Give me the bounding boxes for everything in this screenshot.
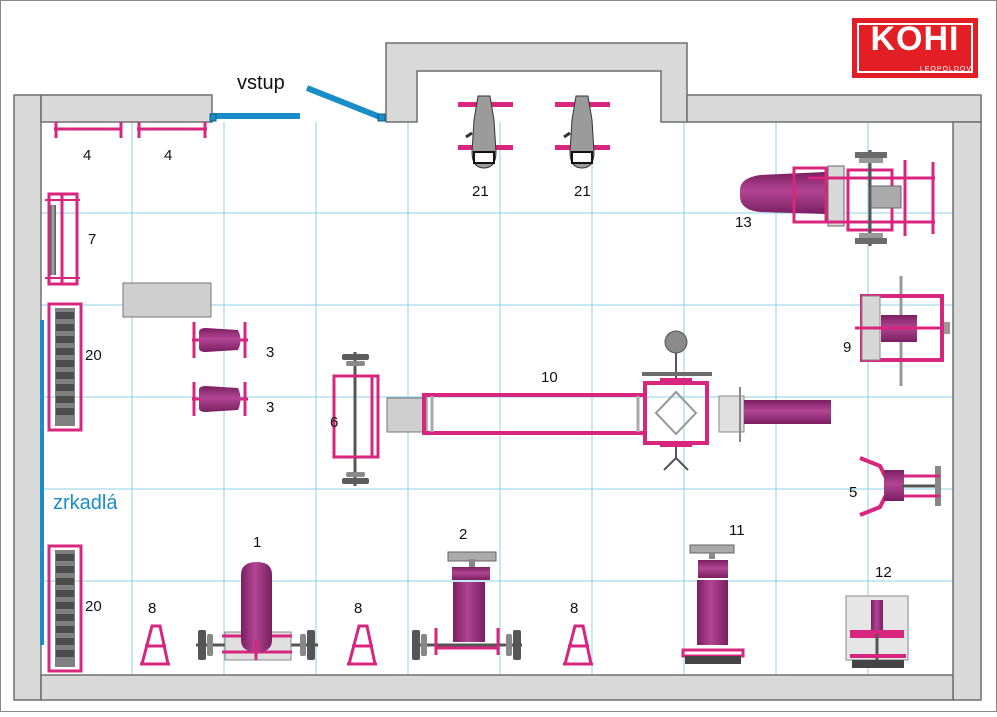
label-11: 11 [729, 522, 745, 539]
label-9: 9 [843, 339, 852, 356]
label-8-middle: 8 [354, 600, 363, 617]
machine-6-squat-rack [332, 352, 380, 486]
mirrors-label: zrkadlá [53, 492, 118, 514]
mirror-strip [40, 320, 44, 645]
label-1: 1 [253, 534, 262, 551]
label-20-top: 20 [85, 347, 102, 364]
label-5: 5 [849, 484, 858, 501]
label-21-left: 21 [472, 183, 489, 200]
counter-box [122, 282, 212, 318]
entrance-door [209, 85, 386, 122]
entrance-label: vstup [237, 72, 285, 94]
label-21-right: 21 [574, 183, 591, 200]
machine-5-chest-press [859, 456, 941, 517]
machine-20-dumbbell-rack-bottom [47, 544, 83, 673]
floor-grid [41, 122, 953, 675]
label-12: 12 [875, 564, 892, 581]
machine-3-seat-lower [192, 382, 248, 416]
machine-9-leg-press [855, 276, 950, 386]
machine-13-bench-press [740, 150, 935, 246]
label-4-a: 4 [83, 147, 92, 164]
walls [13, 42, 982, 701]
machine-2-bench [412, 551, 522, 660]
logo-main-text: KOHI [870, 20, 960, 58]
machine-8-stand-left [140, 624, 170, 666]
machine-12-station [845, 595, 909, 668]
label-3-upper: 3 [266, 344, 275, 361]
logo-sub-text: LEOPOLDOV [919, 66, 972, 73]
kohi-logo: KOHI LEOPOLDOV [852, 18, 978, 78]
machine-10-long-machine [386, 330, 831, 471]
machine-21-bike-right [555, 95, 610, 169]
logo-border [857, 23, 973, 73]
label-3-lower: 3 [266, 399, 275, 416]
machine-3-seat-upper [192, 322, 248, 358]
label-10: 10 [541, 369, 558, 386]
label-8-left: 8 [148, 600, 157, 617]
machine-4-bench [54, 122, 207, 138]
machine-7-rack [45, 192, 80, 286]
machine-1-bench [196, 562, 318, 661]
label-7: 7 [88, 231, 97, 248]
label-2: 2 [459, 526, 468, 543]
label-13: 13 [735, 214, 752, 231]
label-8-right: 8 [570, 600, 579, 617]
machine-21-bike-left [458, 95, 513, 169]
label-20-bottom: 20 [85, 598, 102, 615]
machine-8-stand-middle [347, 624, 377, 666]
machine-20-dumbbell-rack-top [47, 302, 83, 432]
machine-8-stand-right [563, 624, 593, 666]
label-4-b: 4 [164, 147, 173, 164]
machine-11-bench [681, 544, 745, 664]
label-6: 6 [330, 414, 339, 431]
